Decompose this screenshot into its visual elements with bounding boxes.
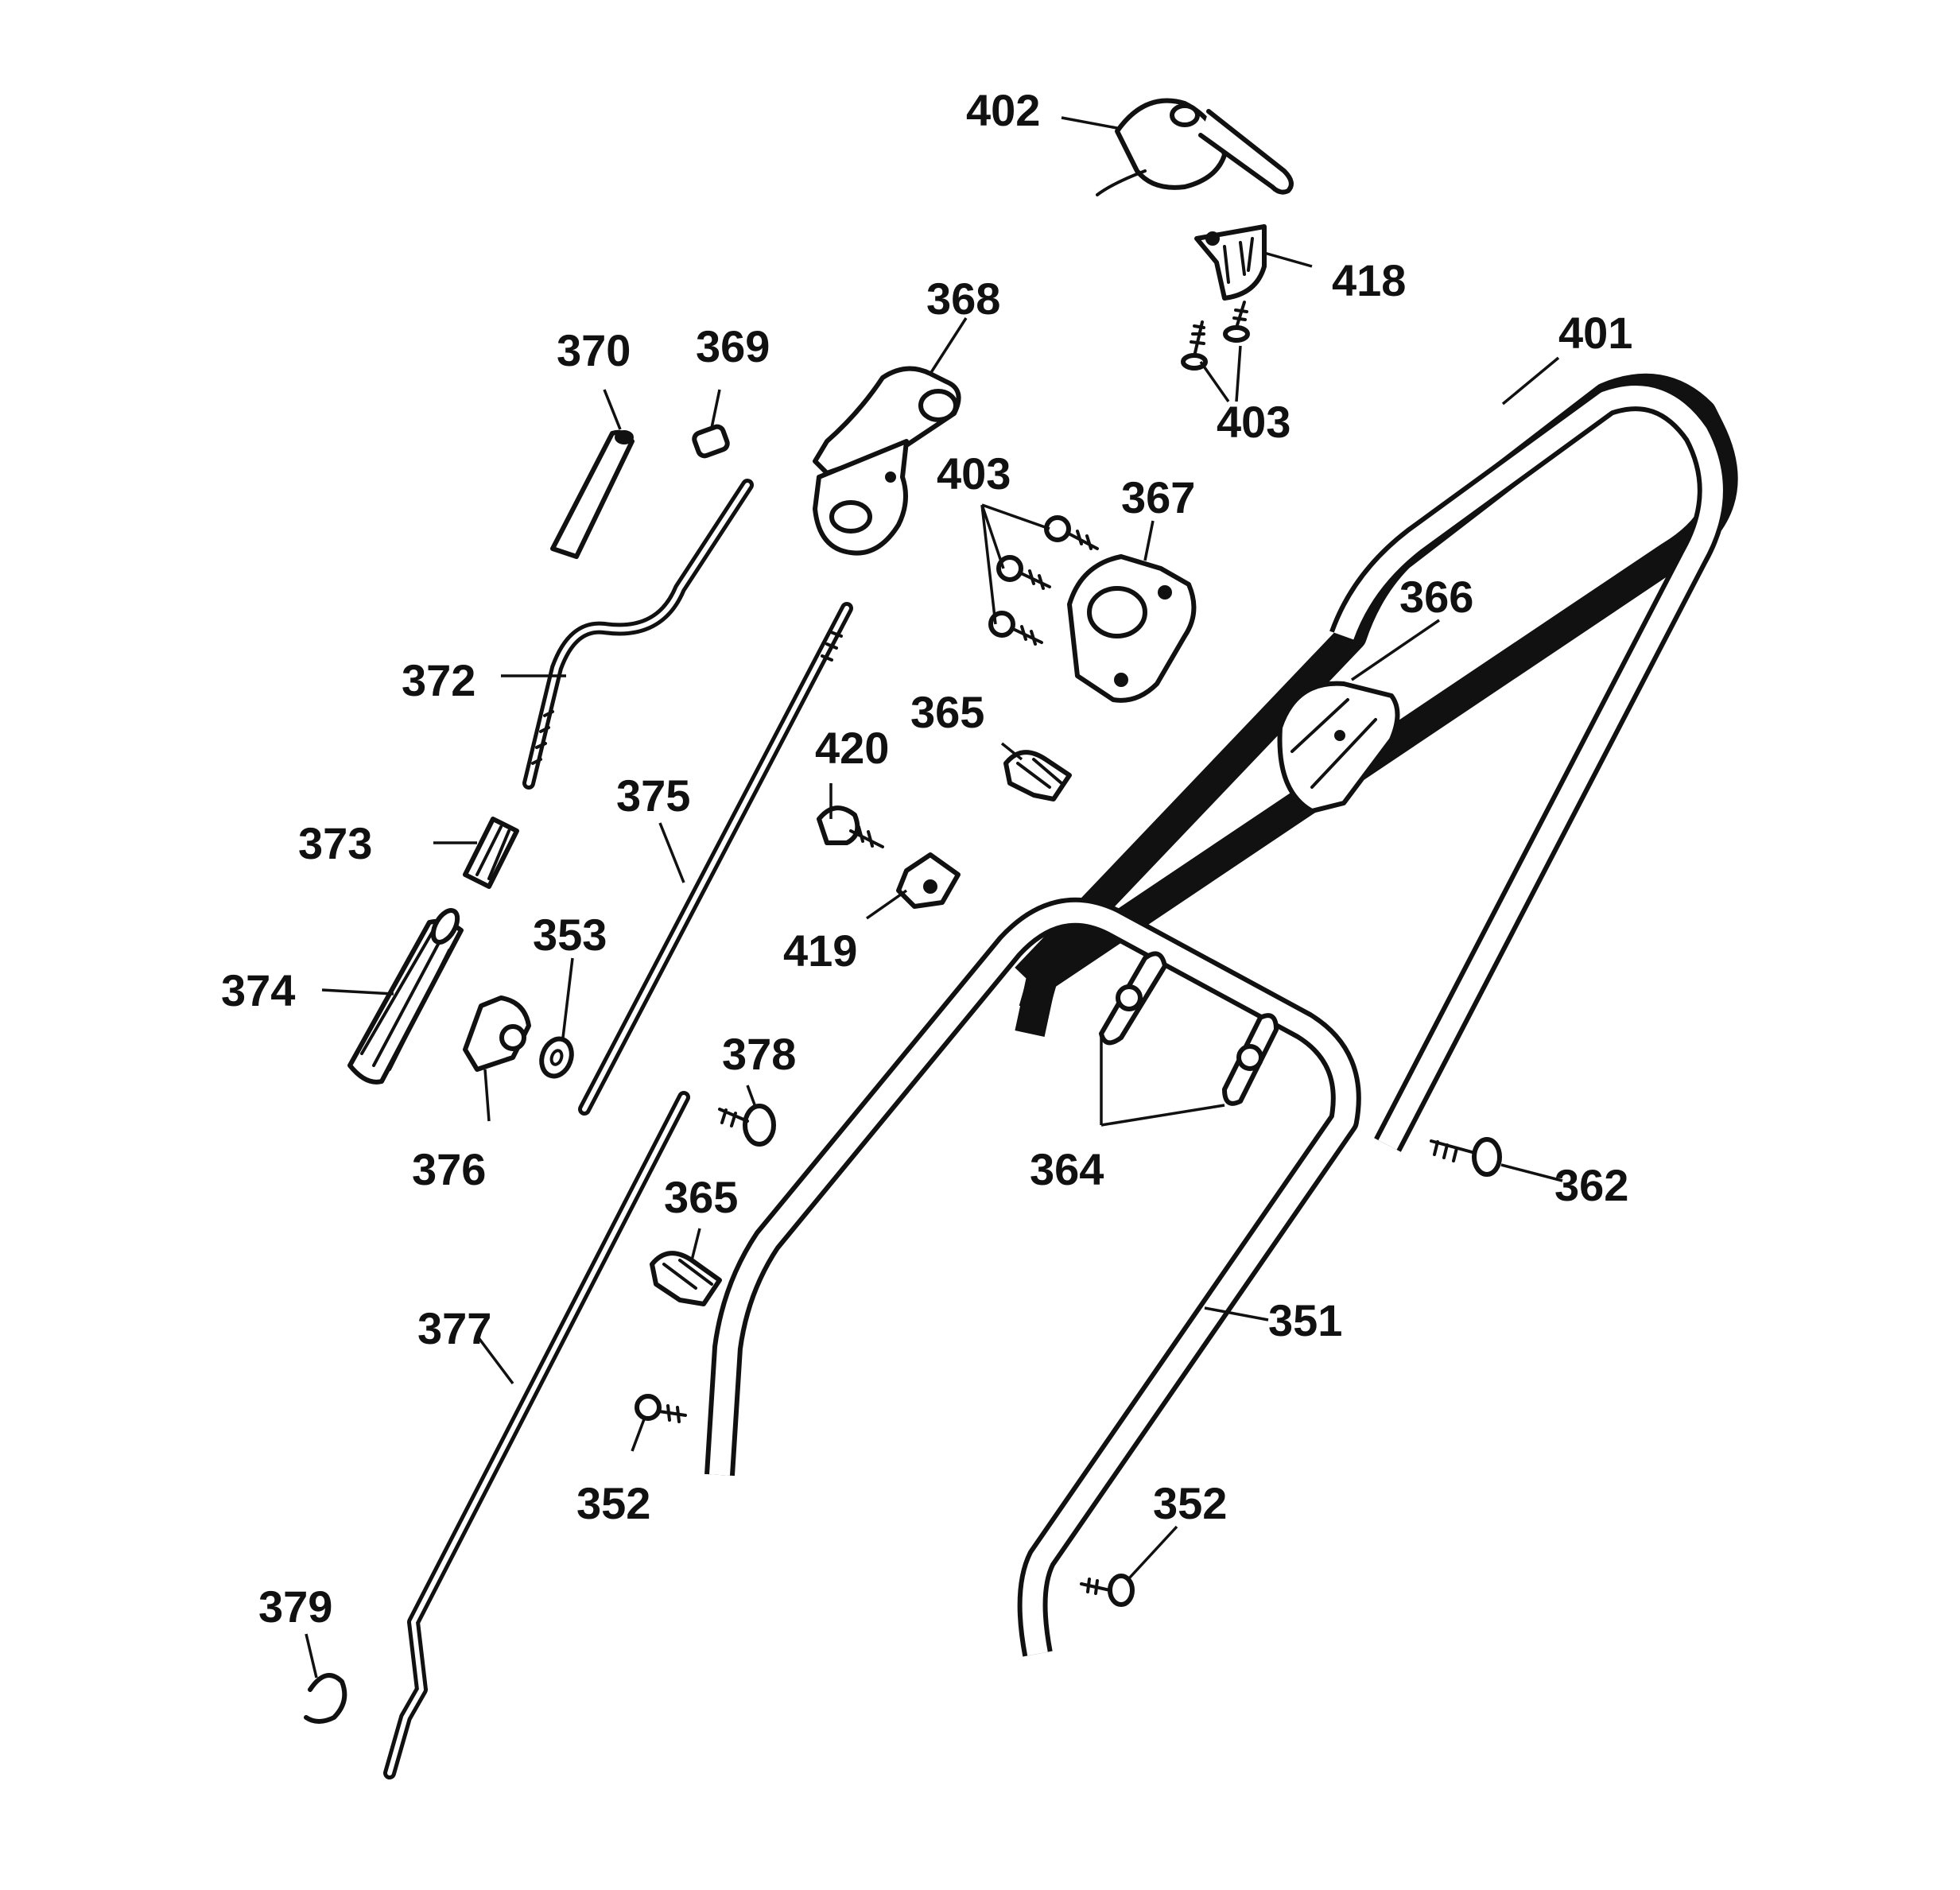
part-352-screw-left	[635, 1394, 687, 1423]
part-368-lever	[813, 366, 961, 556]
part-366-plate	[1277, 681, 1400, 813]
callout-376: 376	[412, 1144, 486, 1194]
part-376-clamp	[463, 995, 531, 1072]
callout-370: 370	[557, 325, 631, 375]
part-367-housing	[1067, 554, 1197, 703]
part-351-lower-handle	[704, 897, 1361, 1657]
part-362-screw	[1430, 1137, 1502, 1177]
part-364-wing-nuts	[1099, 951, 1279, 1106]
callout-366: 366	[1399, 572, 1473, 622]
callout-372: 372	[402, 655, 475, 705]
part-369-bushing	[692, 424, 730, 459]
part-402-cable-clip	[1096, 98, 1294, 196]
callout-365-lower: 365	[664, 1172, 738, 1222]
callout-401: 401	[1558, 308, 1632, 358]
part-372-cranked-rod	[522, 479, 754, 790]
callout-352-right: 352	[1153, 1478, 1227, 1528]
part-375-rod	[578, 602, 853, 1116]
part-419-clip	[896, 852, 961, 909]
part-373-sleeve	[463, 817, 519, 889]
part-365-clip-lower	[650, 1251, 722, 1306]
callout-420: 420	[815, 723, 889, 773]
part-403-screws-top	[1181, 301, 1250, 371]
part-418-bracket	[1194, 224, 1267, 301]
part-353-washer	[539, 1036, 574, 1079]
part-403-screws-middle	[988, 515, 1099, 646]
callout-402: 402	[966, 85, 1040, 135]
callout-377: 377	[417, 1303, 491, 1353]
callout-403-top: 403	[1217, 397, 1290, 447]
callout-365-upper: 365	[910, 687, 984, 737]
part-379-circlip	[304, 1673, 347, 1724]
callout-352-left: 352	[576, 1478, 650, 1528]
callout-375: 375	[616, 770, 690, 821]
part-352-screw-right	[1080, 1574, 1135, 1607]
callout-374: 374	[221, 965, 295, 1015]
callout-373: 373	[298, 818, 372, 868]
callout-378: 378	[722, 1029, 796, 1079]
callout-419: 419	[783, 926, 857, 976]
callout-367: 367	[1121, 472, 1195, 522]
callout-362: 362	[1554, 1160, 1628, 1210]
callout-351: 351	[1268, 1295, 1342, 1345]
part-370-tube	[550, 429, 635, 559]
part-365-clip-upper	[1003, 750, 1072, 801]
callout-labels: 402 418 401 368 370 369 403 403 367 366 …	[221, 85, 1632, 1632]
part-377-rod	[383, 1091, 690, 1779]
callout-379: 379	[258, 1581, 332, 1632]
part-378-screw	[718, 1104, 776, 1147]
callout-368: 368	[926, 274, 1000, 324]
part-374-grip	[347, 908, 464, 1085]
callout-403-middle: 403	[937, 448, 1011, 499]
part-420-bolt	[817, 805, 884, 848]
leader-lines	[305, 116, 1563, 1678]
callout-418: 418	[1332, 255, 1406, 305]
callout-364: 364	[1030, 1144, 1104, 1194]
callout-353: 353	[533, 910, 607, 960]
callout-369: 369	[696, 321, 770, 371]
